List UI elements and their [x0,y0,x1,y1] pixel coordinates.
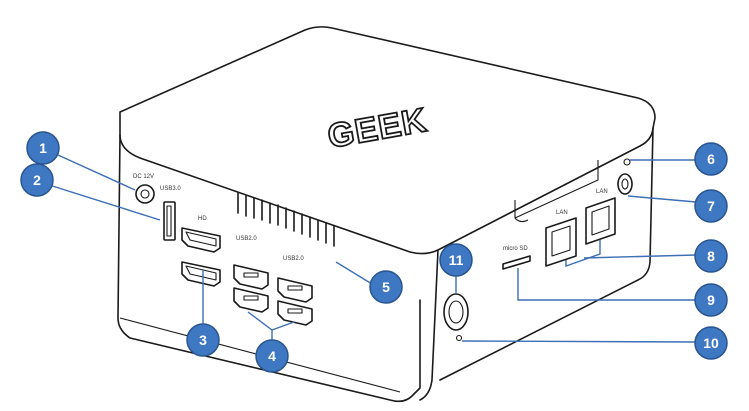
front-right-face [419,249,439,401]
callout-9: 9 [694,283,728,317]
logo-text: GEEK [325,101,430,156]
leader-7 [627,195,697,203]
usb20-port-1: USB2.0 [233,236,269,290]
hdmi-port-bottom [181,261,221,287]
leader-2 [45,183,161,221]
callout-1: 1 [26,131,60,165]
svg-text:11: 11 [449,252,464,268]
svg-text:3: 3 [199,332,207,348]
brand-logo: GEEK [324,100,431,157]
usb30-label: USB3.0 [160,186,181,192]
leader-5 [335,261,373,285]
callout-4: 4 [255,339,289,373]
svg-text:1: 1 [39,140,47,156]
power-led [455,334,463,342]
callout-5: 5 [369,270,403,304]
right-panel-step-2 [514,217,529,223]
callout-2: 2 [20,163,54,197]
right-face-edge [439,127,654,381]
leader-10 [461,340,697,343]
dc-in-port: DC 12V [133,174,155,204]
svg-text:2: 2 [33,172,41,188]
right-panel-step [514,160,599,219]
svg-text:10: 10 [703,335,719,351]
dc-in-label: DC 12V [133,174,154,180]
svg-text:8: 8 [707,248,715,264]
lan-port-right: LAN [585,189,616,245]
usb20-top-label: USB2.0 [236,236,257,242]
hdmi-port-top: HD [181,216,221,253]
callout-3: 3 [186,323,220,357]
hdmi-label: HD [198,216,207,222]
leader-9 [517,268,696,301]
usb30-port: USB3.0 [160,186,181,241]
vent-grille [237,192,335,247]
callout-7: 7 [694,189,728,223]
micro-sd-label: micro SD [503,246,528,252]
usb20-right-label: USB2.0 [283,256,304,262]
usb20-port-4 [277,300,313,326]
micro-sd-slot: micro SD [502,246,531,270]
power-button [443,293,469,331]
callout-10: 10 [694,326,728,360]
front-left-face [117,134,421,403]
svg-text:7: 7 [707,198,715,214]
lan-right-label: LAN [596,189,608,195]
leader-8b [583,254,697,259]
reset-hole [623,158,631,166]
callout-11: 11 [439,243,473,277]
lan-port-left: LAN [545,210,577,267]
svg-text:4: 4 [268,348,276,364]
usb20-port-2 [233,287,269,313]
audio-jack [617,173,633,195]
svg-text:5: 5 [382,279,390,295]
top-surface [119,26,656,255]
leader-8 [565,240,601,267]
leader-1 [57,154,136,191]
leader-lines [45,154,697,343]
lan-left-label: LAN [556,210,568,216]
svg-text:9: 9 [707,292,715,308]
callout-8: 8 [694,239,728,273]
callout-6: 6 [694,142,728,176]
svg-text:6: 6 [707,151,715,167]
usb20-port-3: USB2.0 [277,256,313,303]
